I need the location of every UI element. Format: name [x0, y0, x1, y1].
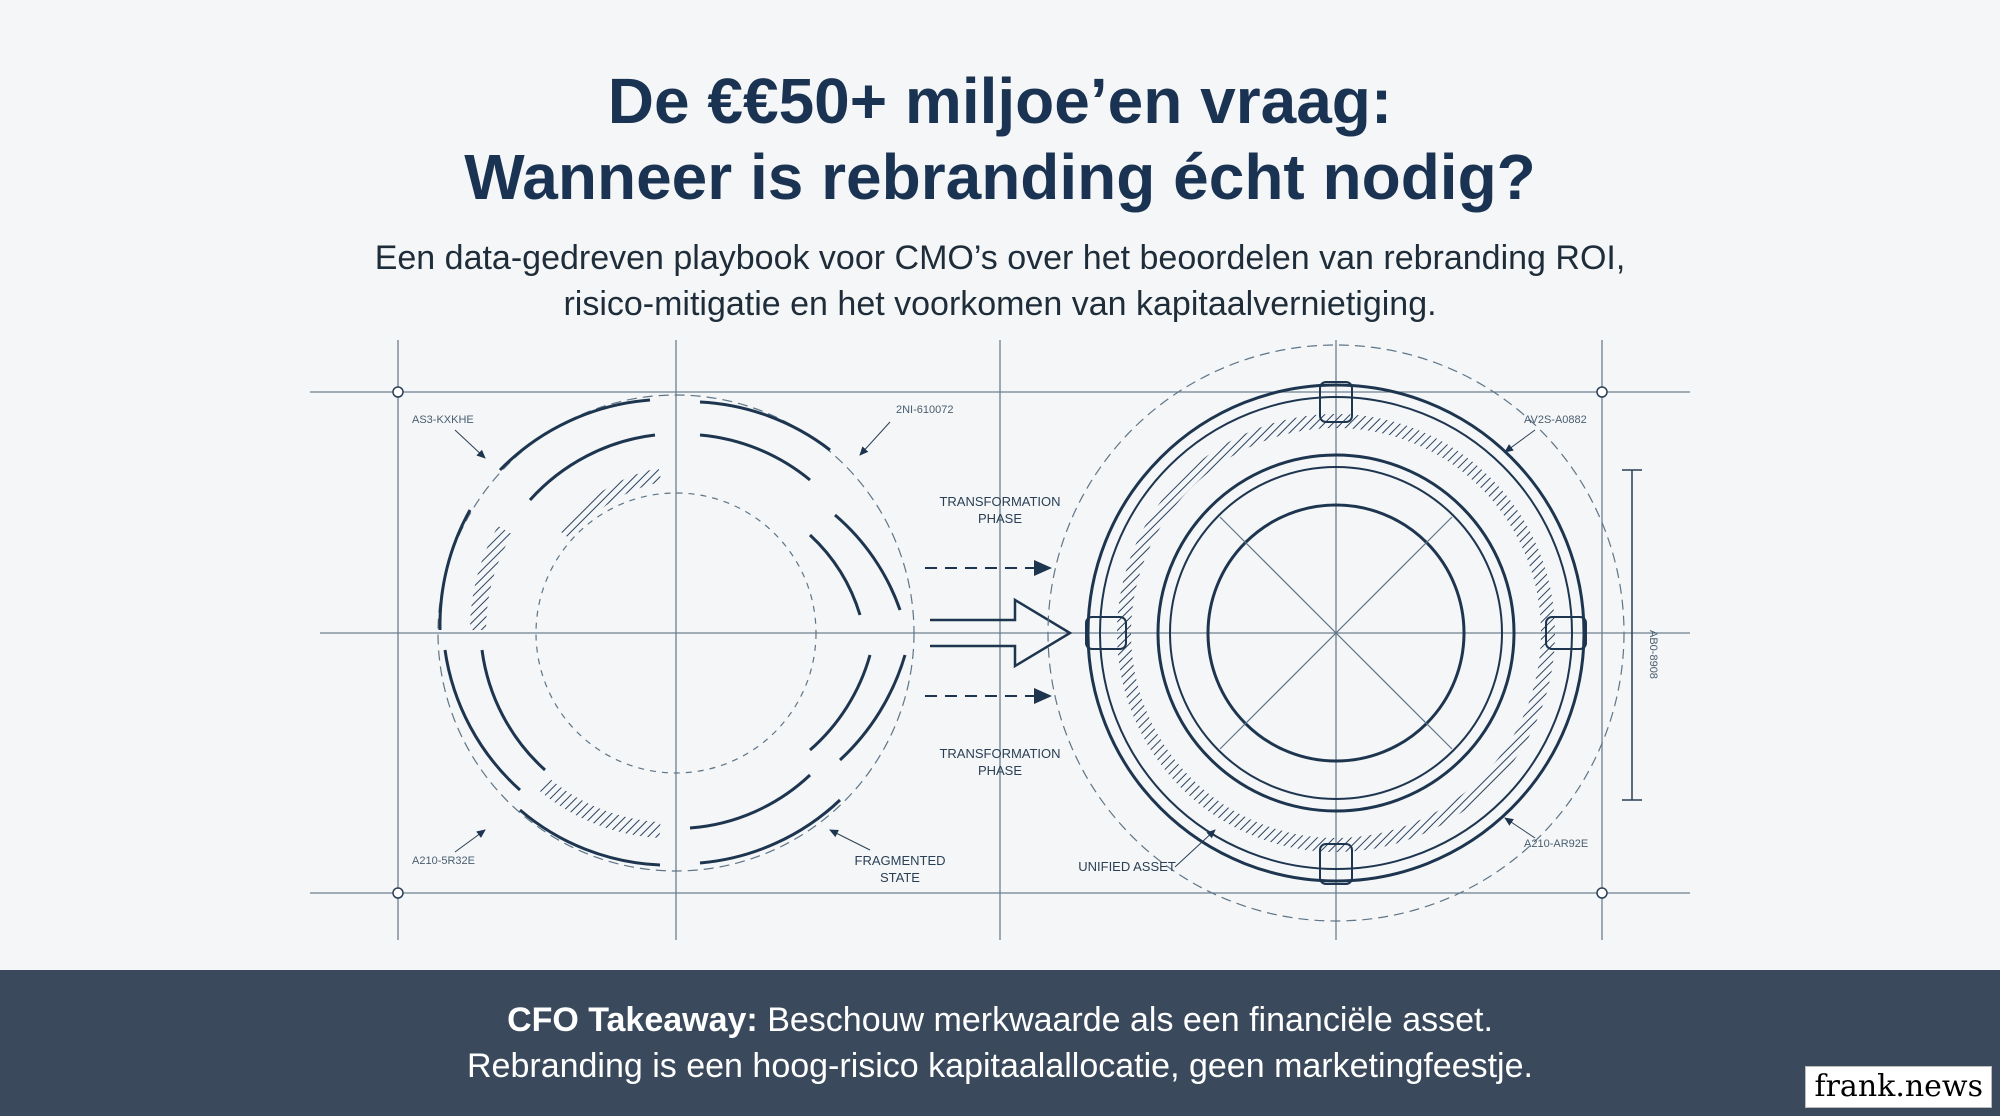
- blueprint-diagram: AS3-KXKHE 2NI-610072 A210-5R32E AV2S-A08…: [310, 340, 1690, 940]
- unified-label: UNIFIED ASSET: [1078, 859, 1176, 874]
- fragmented-state-graphic: [437, 394, 915, 872]
- phase-top-line2: PHASE: [978, 511, 1022, 526]
- subtitle-line-1: Een data-gedreven playbook voor CMO’s ov…: [374, 239, 1626, 277]
- footer-banner: CFO Takeaway: Beschouw merkwaarde als ee…: [0, 970, 2000, 1116]
- code-top-right: AV2S-A0882: [1524, 414, 1587, 426]
- title-line-1: De €€50+ miljoe’en vraag:: [607, 65, 1393, 137]
- takeaway-text: Beschouw merkwaarde als een financiële a…: [757, 1001, 1493, 1039]
- phase-bottom-line2: PHASE: [978, 763, 1022, 778]
- fragmented-label-line1: FRAGMENTED: [855, 853, 946, 868]
- fragmented-label-line2: STATE: [880, 870, 920, 885]
- frank-news-logo[interactable]: frank.news: [1805, 1066, 1992, 1108]
- grid-node-markers: [392, 386, 1608, 899]
- unified-asset-graphic: [1047, 344, 1625, 922]
- transformation-arrows: [925, 560, 1073, 704]
- footer-line-1: CFO Takeaway: Beschouw merkwaarde als ee…: [0, 998, 2000, 1042]
- phase-top-line1: TRANSFORMATION: [939, 494, 1060, 509]
- code-bottom-right: A210-AR92E: [1524, 838, 1588, 850]
- code-side-right: AB0-8908: [1647, 630, 1659, 679]
- code-top-left: AS3-KXKHE: [412, 414, 474, 426]
- subtitle-line-2: risico-mitigatie en het voorkomen van ka…: [563, 285, 1437, 323]
- dimension-line: [1622, 469, 1642, 801]
- leader-lines: [454, 421, 1536, 868]
- code-bottom-left: A210-5R32E: [412, 855, 475, 867]
- title-line-2: Wanneer is rebranding écht nodig?: [464, 141, 1536, 213]
- footer-line-2: Rebranding is een hoog-risico kapitaalal…: [467, 1047, 1533, 1085]
- takeaway-label: CFO Takeaway:: [507, 1001, 758, 1039]
- code-top-mid: 2NI-610072: [896, 404, 954, 416]
- phase-bottom-line1: TRANSFORMATION: [939, 746, 1060, 761]
- construction-lines: [310, 340, 1690, 940]
